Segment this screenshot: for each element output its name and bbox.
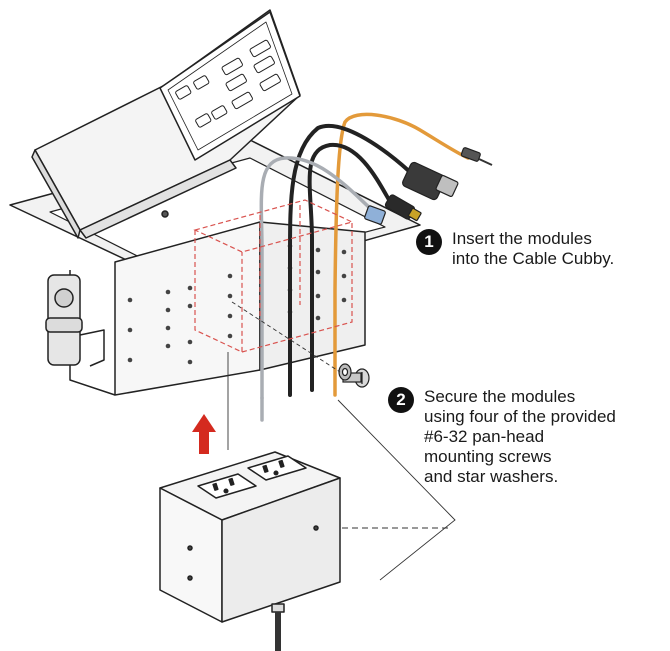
- rj45-connector: [364, 205, 386, 225]
- power-outlet-icon: [247, 455, 307, 481]
- step-1-callout: 1 Insert the modules into the Cable Cubb…: [416, 229, 614, 269]
- screw-alignment-line: [231, 301, 341, 373]
- power-module: [159, 451, 341, 651]
- hinged-lid: [31, 9, 301, 239]
- screw-icon: [342, 368, 370, 388]
- up-arrow-icon: [192, 414, 216, 454]
- step-number-badge: 1: [416, 229, 442, 255]
- cable-connectors: [364, 147, 493, 225]
- step-number-badge: 2: [388, 387, 414, 413]
- gray-network-cable: [259, 156, 374, 400]
- power-module-side: [221, 477, 341, 623]
- av-control-panel: [159, 11, 301, 161]
- black-vga-cable: [288, 123, 412, 397]
- step-2-callout: 2 Secure the modules using four of the p…: [388, 387, 616, 487]
- star-washer-icon: [338, 363, 352, 381]
- black-hdmi-cable: [307, 142, 394, 392]
- module-placement-guide: [193, 199, 354, 353]
- power-outlet-icon: [197, 473, 257, 499]
- orange-audio-cable: [333, 112, 470, 397]
- cables: [259, 112, 470, 422]
- step-2-text: Secure the modules using four of the pro…: [424, 387, 616, 486]
- step-1-text: Insert the modules into the Cable Cubby.: [452, 229, 615, 268]
